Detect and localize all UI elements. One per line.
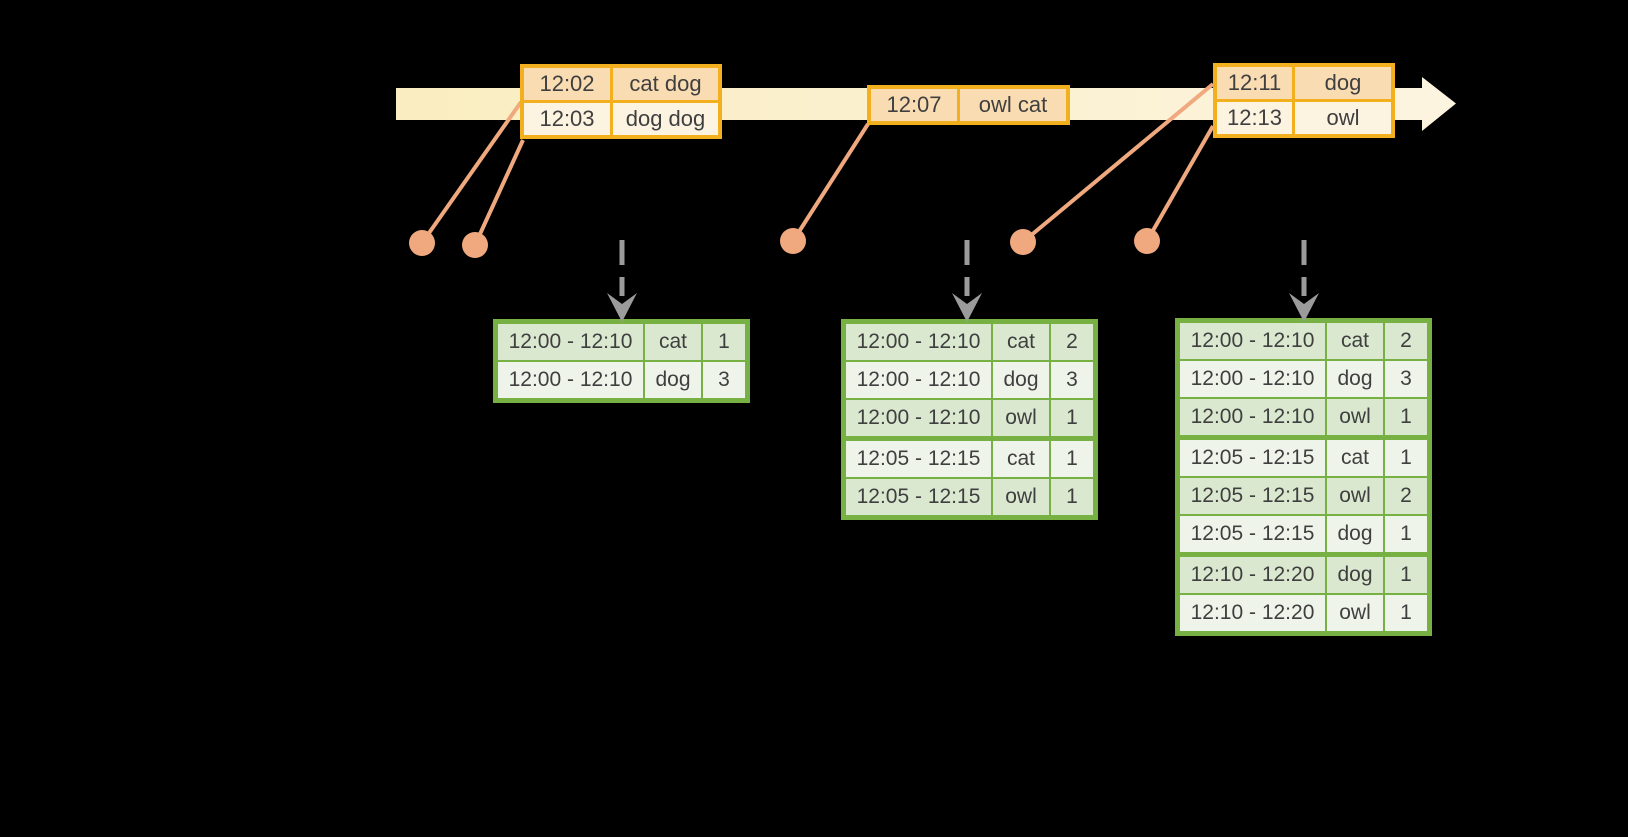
word-cell: owl — [993, 400, 1051, 436]
event-dots — [409, 228, 1160, 258]
count-cell: 1 — [1400, 405, 1412, 428]
event-words-cell: cat dog — [629, 71, 702, 96]
event-dot — [409, 230, 435, 256]
count-cell: 3 — [1400, 367, 1412, 390]
connector-line — [1145, 125, 1215, 242]
word-cell: cat — [993, 324, 1051, 360]
count-cell: 1 — [1400, 563, 1412, 586]
count-cell: 1 — [1400, 446, 1412, 469]
count-cell: 1 — [1400, 522, 1412, 545]
connector-line — [1021, 82, 1215, 244]
event-dot — [1010, 229, 1036, 255]
count-cell: 2 — [1400, 329, 1412, 352]
word-cell: dog — [1327, 557, 1385, 593]
window-cell: 12:05 - 12:15 — [1180, 440, 1327, 476]
event-words-cell: dog — [1324, 70, 1362, 95]
count-cell: 1 — [1066, 485, 1078, 508]
word-cell: owl — [1327, 595, 1385, 631]
event-table: 12:02 cat dog 12:03 dog dog — [520, 64, 722, 139]
count-cell: 1 — [1066, 447, 1078, 470]
word-cell: owl — [1327, 478, 1385, 514]
event-time-cell: 12:13 — [1217, 102, 1295, 134]
window-cell: 12:05 - 12:15 — [846, 441, 993, 477]
word-cell: dog — [1327, 516, 1385, 552]
event-table: 12:07 owl cat — [867, 85, 1070, 125]
count-cell: 3 — [1066, 368, 1078, 391]
word-cell: dog — [993, 362, 1051, 398]
event-dot — [780, 228, 806, 254]
word-cell: cat — [1327, 440, 1385, 476]
event-words-cell: owl cat — [978, 92, 1048, 117]
count-cell: 3 — [718, 368, 730, 391]
event-time-cell: 12:07 — [871, 89, 960, 121]
connector-line — [473, 139, 525, 246]
event-time-cell: 12:02 — [524, 68, 613, 100]
count-cell: 1 — [1066, 406, 1078, 429]
event-words-cell: owl — [1326, 105, 1360, 130]
event-time-cell: 12:03 — [524, 103, 613, 135]
window-cell: 12:00 - 12:10 — [498, 362, 645, 398]
event-words-cell: dog dog — [625, 106, 706, 131]
word-cell: cat — [1327, 323, 1385, 359]
event-dot — [1134, 228, 1160, 254]
count-cell: 2 — [1400, 484, 1412, 507]
word-cell: owl — [993, 479, 1051, 515]
event-row: 12:11 dog — [1217, 67, 1391, 99]
word-cell: dog — [645, 362, 703, 398]
window-cell: 12:00 - 12:10 — [498, 324, 645, 360]
word-cell: cat — [645, 324, 703, 360]
word-cell: cat — [993, 441, 1051, 477]
word-cell: owl — [1327, 399, 1385, 435]
event-row: 12:07 owl cat — [871, 89, 1066, 121]
count-cell: 1 — [718, 330, 730, 353]
count-cell: 2 — [1066, 330, 1078, 353]
event-time-cell: 12:11 — [1217, 67, 1295, 99]
window-cell: 12:10 - 12:20 — [1180, 557, 1327, 593]
window-cell: 12:00 - 12:10 — [1180, 361, 1327, 397]
window-cell: 12:00 - 12:10 — [846, 362, 993, 398]
connector-line — [420, 100, 523, 245]
window-cell: 12:00 - 12:10 — [1180, 323, 1327, 359]
event-connectors — [420, 82, 1215, 246]
window-cell: 12:05 - 12:15 — [1180, 478, 1327, 514]
window-cell: 12:00 - 12:10 — [846, 400, 993, 436]
count-cell: 1 — [1400, 601, 1412, 624]
event-row: 12:13 owl — [1217, 99, 1391, 134]
window-cell: 12:00 - 12:10 — [846, 324, 993, 360]
event-row: 12:03 dog dog — [524, 100, 718, 135]
event-dot — [462, 232, 488, 258]
connector-line — [791, 122, 870, 243]
window-cell: 12:10 - 12:20 — [1180, 595, 1327, 631]
event-row: 12:02 cat dog — [524, 68, 718, 100]
word-cell: dog — [1327, 361, 1385, 397]
window-cell: 12:05 - 12:15 — [1180, 516, 1327, 552]
window-cell: 12:00 - 12:10 — [1180, 399, 1327, 435]
event-table: 12:11 dog 12:13 owl — [1213, 63, 1395, 138]
window-cell: 12:05 - 12:15 — [846, 479, 993, 515]
